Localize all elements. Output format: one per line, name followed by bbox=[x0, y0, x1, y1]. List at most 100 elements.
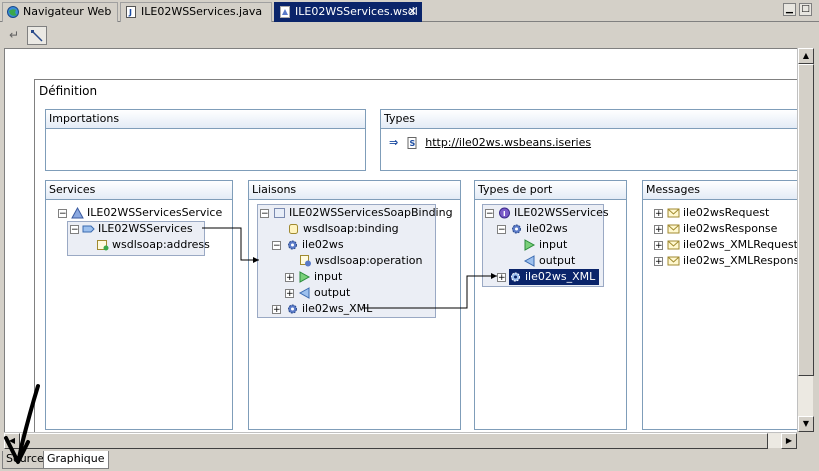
message-item[interactable]: ile02ws_XMLRequest bbox=[667, 237, 797, 253]
port-item[interactable]: ILE02WSServices bbox=[82, 221, 193, 237]
expand-icon[interactable]: + bbox=[654, 225, 663, 235]
expand-icon[interactable]: + bbox=[272, 305, 281, 315]
scroll-right-icon[interactable]: ▶ bbox=[781, 433, 797, 449]
soap-binding-item[interactable]: wsdlsoap:binding bbox=[287, 221, 399, 237]
java-file-icon: J bbox=[126, 6, 136, 18]
section-title: Liaisons bbox=[249, 181, 460, 200]
collapse-icon[interactable]: − bbox=[272, 241, 281, 251]
horizontal-scrollbar[interactable]: ◀ ▶ bbox=[4, 432, 797, 449]
output-icon bbox=[523, 255, 535, 267]
services-section[interactable]: Services − ILE02WSServicesService − ILE0… bbox=[45, 180, 233, 430]
porttype-output-item[interactable]: output bbox=[523, 253, 575, 269]
wsdl-file-icon bbox=[280, 6, 290, 18]
address-icon bbox=[97, 240, 109, 251]
porttype-input-item[interactable]: input bbox=[523, 237, 567, 253]
porttype-operation-item[interactable]: ile02ws bbox=[510, 221, 568, 237]
types-link[interactable]: http://ile02ws.wsbeans.iseries bbox=[425, 136, 592, 149]
binding-operation-item[interactable]: ile02ws bbox=[286, 237, 344, 253]
scroll-corner bbox=[797, 432, 813, 448]
liaisons-section[interactable]: Liaisons − ILE02WSServicesSoapBinding ws… bbox=[248, 180, 461, 430]
envelope-icon bbox=[667, 256, 680, 266]
gear-icon bbox=[511, 272, 520, 282]
gear-icon bbox=[512, 224, 521, 234]
soap-operation-icon bbox=[300, 255, 311, 267]
collapse-icon[interactable]: − bbox=[58, 209, 67, 219]
link-mode-icon[interactable] bbox=[27, 26, 47, 45]
scroll-down-icon[interactable]: ▼ bbox=[798, 416, 814, 432]
input-icon bbox=[524, 239, 536, 251]
editor-toolbar: ↵ bbox=[0, 23, 819, 47]
tab-label: ILE02WSServices.java bbox=[141, 5, 263, 18]
svg-text:J: J bbox=[128, 8, 132, 17]
tab-navigateur-web[interactable]: Navigateur Web bbox=[2, 2, 118, 22]
message-item[interactable]: ile02wsRequest bbox=[667, 205, 769, 221]
message-item[interactable]: ile02ws_XMLResponse bbox=[667, 253, 797, 269]
messages-section[interactable]: Messages + ile02wsRequest + ile02wsRespo… bbox=[642, 180, 797, 430]
minimize-icon[interactable]: ▁ bbox=[783, 3, 796, 16]
maximize-icon[interactable]: □ bbox=[799, 3, 812, 16]
types-import-item[interactable]: ⇒ S http://ile02ws.wsbeans.iseries bbox=[389, 135, 591, 151]
section-title: Types de port bbox=[475, 181, 626, 200]
tab-source[interactable]: Source bbox=[2, 451, 48, 469]
types-section[interactable]: Types ⇒ S http://ile02ws.wsbeans.iseries bbox=[380, 109, 797, 171]
collapse-icon[interactable]: − bbox=[485, 209, 494, 219]
wsdl-graph-canvas: Définition Importations Types ⇒ S http:/… bbox=[4, 48, 797, 432]
tab-label: Navigateur Web bbox=[23, 5, 112, 18]
section-title: Importations bbox=[46, 110, 365, 129]
input-icon bbox=[299, 271, 311, 283]
expand-icon[interactable]: + bbox=[285, 289, 294, 299]
service-item[interactable]: ILE02WSServicesService bbox=[71, 205, 222, 221]
editor-tab-bar: Navigateur Web J ILE02WSServices.java IL… bbox=[0, 0, 819, 22]
arrow-right-icon: ⇒ bbox=[389, 136, 399, 149]
gear-icon bbox=[288, 304, 297, 314]
definition-title: Définition bbox=[39, 84, 98, 98]
envelope-icon bbox=[667, 224, 680, 234]
scroll-left-icon[interactable]: ◀ bbox=[4, 433, 20, 449]
schema-file-icon: S bbox=[407, 137, 417, 149]
port-icon bbox=[82, 225, 95, 233]
section-title: Services bbox=[46, 181, 232, 200]
binding-operation-xml-item[interactable]: ile02ws_XML bbox=[286, 301, 372, 317]
expand-icon[interactable]: + bbox=[654, 257, 663, 267]
soap-binding-icon bbox=[289, 224, 298, 234]
globe-icon bbox=[7, 6, 19, 18]
interface-icon: I bbox=[499, 207, 510, 219]
svg-text:I: I bbox=[503, 210, 506, 218]
envelope-icon bbox=[667, 208, 680, 218]
gear-icon bbox=[288, 240, 297, 250]
section-title: Types bbox=[381, 110, 797, 129]
service-icon bbox=[71, 207, 84, 219]
soap-operation-item[interactable]: wsdlsoap:operation bbox=[299, 253, 422, 269]
collapse-icon[interactable]: − bbox=[260, 209, 269, 219]
output-icon bbox=[298, 287, 310, 299]
porttype-operation-xml-item[interactable]: ile02ws_XML bbox=[509, 269, 600, 285]
binding-icon bbox=[274, 208, 285, 218]
svg-text:S: S bbox=[409, 139, 415, 148]
importations-section[interactable]: Importations bbox=[45, 109, 366, 171]
back-arrow-icon[interactable]: ↵ bbox=[8, 28, 20, 42]
address-item[interactable]: wsdlsoap:address bbox=[96, 237, 210, 253]
close-icon[interactable]: ✕ bbox=[407, 5, 417, 18]
vertical-scroll-thumb[interactable] bbox=[798, 64, 814, 376]
envelope-icon bbox=[667, 240, 680, 250]
scroll-up-icon[interactable]: ▲ bbox=[798, 48, 814, 64]
horizontal-scroll-thumb[interactable] bbox=[20, 433, 768, 449]
tab-label: ILE02WSServices.wsdl bbox=[295, 5, 418, 18]
collapse-icon[interactable]: − bbox=[497, 225, 506, 235]
tab-java-file[interactable]: J ILE02WSServices.java bbox=[120, 2, 272, 22]
collapse-icon[interactable]: − bbox=[70, 225, 79, 235]
binding-input-item[interactable]: input bbox=[298, 269, 342, 285]
expand-icon[interactable]: + bbox=[497, 273, 506, 283]
expand-icon[interactable]: + bbox=[654, 209, 663, 219]
binding-item[interactable]: ILE02WSServicesSoapBinding bbox=[273, 205, 453, 221]
binding-output-item[interactable]: output bbox=[298, 285, 350, 301]
tab-graphique[interactable]: Graphique bbox=[43, 451, 109, 469]
section-title: Messages bbox=[643, 181, 797, 200]
expand-icon[interactable]: + bbox=[285, 273, 294, 283]
tab-wsdl-file[interactable]: ILE02WSServices.wsdl ✕ bbox=[274, 2, 422, 22]
vertical-scrollbar[interactable]: ▲ ▼ bbox=[797, 48, 814, 432]
expand-icon[interactable]: + bbox=[654, 241, 663, 251]
message-item[interactable]: ile02wsResponse bbox=[667, 221, 777, 237]
